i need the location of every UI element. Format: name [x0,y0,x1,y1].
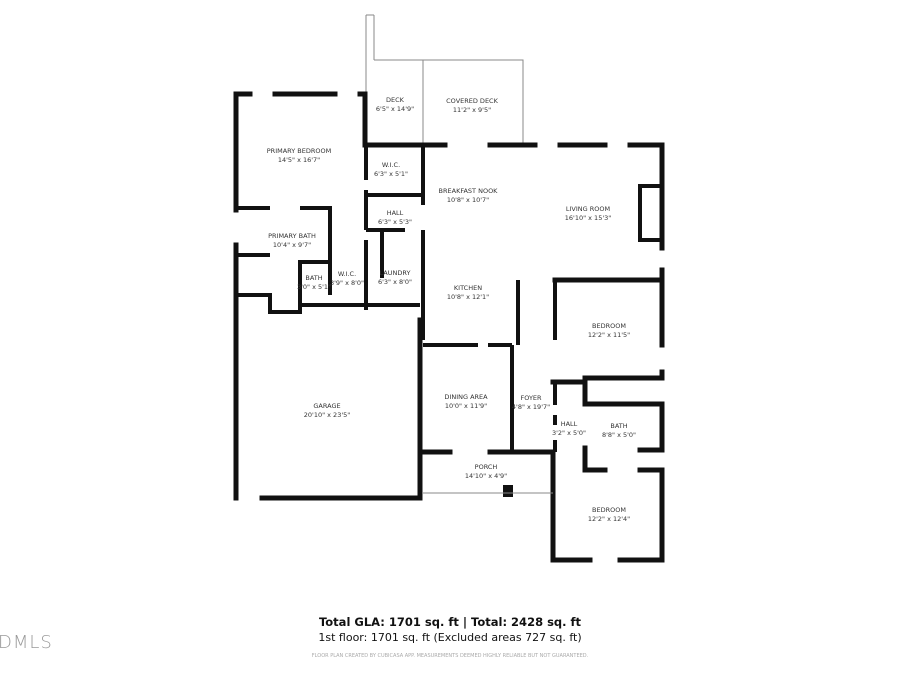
interior-walls [236,145,664,452]
room-label-wic: W.I.C.6'3" x 5'1" [373,161,409,178]
dmls-logo: DMLS [0,632,53,653]
exterior-walls [233,91,665,563]
total-area: Total GLA: 1701 sq. ft | Total: 2428 sq.… [318,615,582,629]
room-label-wic-2: W.I.C.3'9" x 8'0" [329,270,365,287]
disclaimer: FLOOR PLAN CREATED BY CUBICASA APP. MEAS… [311,653,589,659]
deck-outlines [365,14,524,145]
porch-post [503,485,513,497]
floor-area: 1st floor: 1701 sq. ft (Excluded areas 7… [318,631,582,644]
